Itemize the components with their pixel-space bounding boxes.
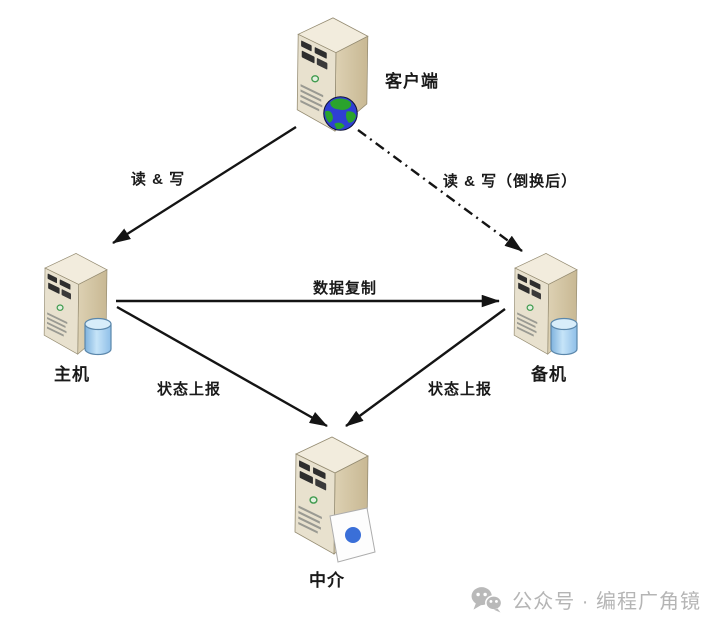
node-label-mediator: 中介 <box>309 571 345 590</box>
edge-label-data-replication: 数据复制 <box>312 280 378 297</box>
node-label-primary: 主机 <box>54 365 90 384</box>
node-label-backup: 备机 <box>531 365 567 384</box>
node-label-client: 客户端 <box>385 72 439 91</box>
document-icon <box>329 507 376 563</box>
edge-label-read-write: 读 & 写 <box>130 171 186 188</box>
edge-label-read-write-switchover: 读 & 写（倒换后） <box>442 173 578 190</box>
database-icon-primary <box>83 316 113 358</box>
edge-line-read-write <box>112 125 297 245</box>
edge-line-status-report-backup <box>345 308 506 427</box>
edge-label-status-report-left: 状态上报 <box>156 381 222 398</box>
globe-icon <box>323 96 358 131</box>
watermark-text: 公众号 · 编程广角镜 <box>512 591 701 613</box>
watermark: 公众号 · 编程广角镜 <box>470 585 701 614</box>
wechat-icon <box>471 587 503 613</box>
database-icon-backup <box>549 316 579 358</box>
edge-label-status-report-right: 状态上报 <box>427 381 493 398</box>
edge-line-read-write-after-switchover <box>357 129 523 252</box>
edge-line-status-report-primary <box>116 305 328 428</box>
